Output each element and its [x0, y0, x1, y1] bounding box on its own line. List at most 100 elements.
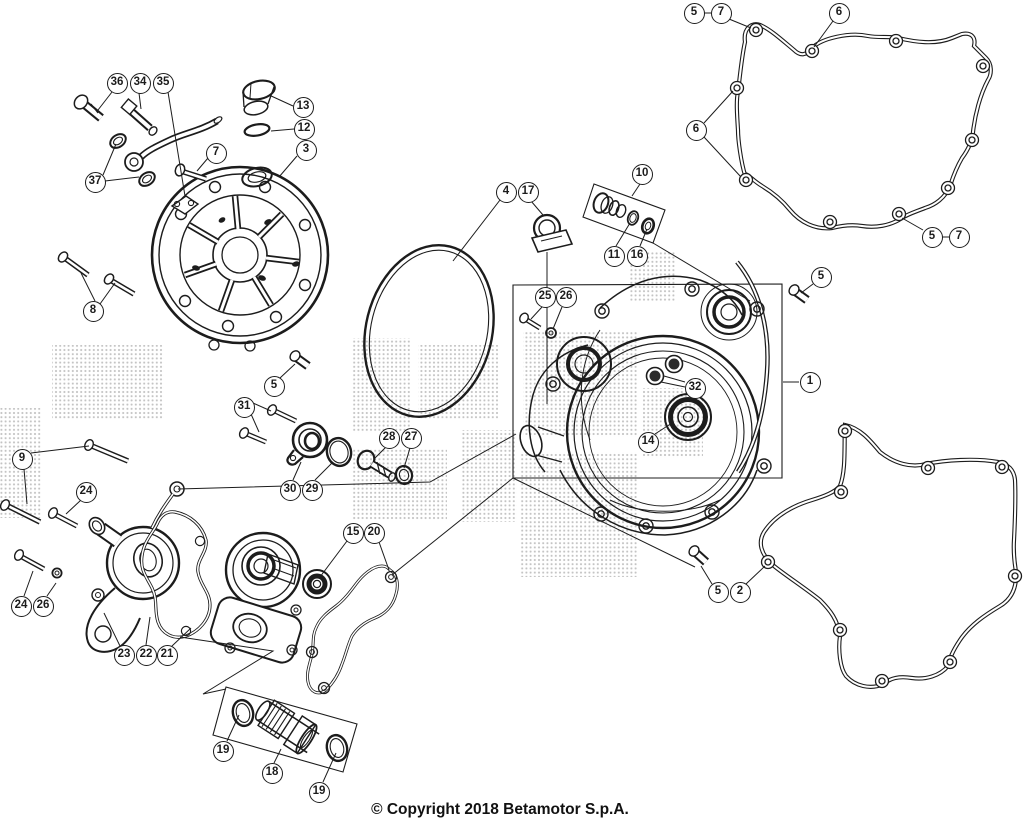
leader-line [403, 447, 411, 469]
hose-clamp [530, 213, 574, 253]
leader-line [728, 18, 752, 29]
clutch-cover-outer [150, 165, 330, 352]
leader-line [800, 283, 814, 294]
shaft-kit-box [212, 686, 358, 773]
callout-17[interactable]: 17 [517, 181, 539, 203]
leader-line [104, 176, 140, 182]
callout-11[interactable]: 11 [603, 245, 625, 267]
leader-line [46, 582, 57, 597]
leader-line [322, 752, 337, 783]
callout-22[interactable]: 22 [135, 644, 157, 666]
leader-line [745, 565, 766, 585]
leader-line [273, 748, 282, 764]
callout-5[interactable]: 5 [683, 2, 705, 24]
callout-32[interactable]: 32 [684, 377, 706, 399]
connector-line [652, 242, 751, 302]
callout-5[interactable]: 5 [263, 375, 285, 397]
callout-31[interactable]: 31 [233, 396, 255, 418]
callout-15[interactable]: 15 [342, 522, 364, 544]
callout-5[interactable]: 5 [810, 266, 832, 288]
callout-26[interactable]: 26 [32, 595, 54, 617]
leader-line [639, 228, 648, 247]
leader-line [615, 222, 631, 247]
callout-21[interactable]: 21 [156, 644, 178, 666]
leader-line [252, 402, 272, 412]
leader-line [279, 363, 296, 379]
leader-line [552, 306, 563, 330]
callout-26[interactable]: 26 [555, 286, 577, 308]
callout-35[interactable]: 35 [152, 72, 174, 94]
callout-1[interactable]: 1 [799, 371, 821, 393]
callout-6[interactable]: 6 [828, 2, 850, 24]
callout-16[interactable]: 16 [626, 245, 648, 267]
callout-28[interactable]: 28 [378, 427, 400, 449]
leader-line [703, 90, 734, 124]
leader-line [23, 468, 28, 505]
callout-3[interactable]: 3 [295, 139, 317, 161]
callout-29[interactable]: 29 [301, 479, 323, 501]
callout-25[interactable]: 25 [534, 286, 556, 308]
leader-line [23, 570, 34, 597]
callout-14[interactable]: 14 [637, 431, 659, 453]
leader-line [268, 94, 294, 107]
leader-line [250, 413, 260, 433]
callout-4[interactable]: 4 [495, 181, 517, 203]
connector-line [179, 636, 275, 695]
callout-5[interactable]: 5 [707, 581, 729, 603]
leader-line [452, 199, 501, 262]
cover-o-ring [363, 244, 495, 418]
callout-6[interactable]: 6 [685, 119, 707, 141]
water-pump-group [0, 439, 303, 664]
callout-13[interactable]: 13 [292, 96, 314, 118]
callout-24[interactable]: 24 [75, 481, 97, 503]
leader-line [145, 616, 151, 646]
leader-line [378, 541, 390, 571]
callout-7[interactable]: 7 [710, 2, 732, 24]
leader-line [270, 128, 295, 132]
leader-line [530, 200, 544, 216]
callout-18[interactable]: 18 [261, 762, 283, 784]
cover-small-parts [57, 79, 311, 370]
callout-9[interactable]: 9 [11, 448, 33, 470]
leader-line [292, 461, 302, 481]
callout-23[interactable]: 23 [113, 644, 135, 666]
leader-line [663, 375, 686, 383]
callout-10[interactable]: 10 [631, 163, 653, 185]
callout-20[interactable]: 20 [363, 522, 385, 544]
leader-line [654, 422, 673, 435]
leader-line [703, 136, 742, 178]
callout-24[interactable]: 24 [10, 595, 32, 617]
callout-19[interactable]: 19 [212, 740, 234, 762]
leader-line [103, 612, 121, 647]
callout-12[interactable]: 12 [293, 118, 315, 140]
callout-37[interactable]: 37 [84, 171, 106, 193]
callout-7[interactable]: 7 [948, 226, 970, 248]
callout-5[interactable]: 5 [921, 226, 943, 248]
clutch-cover-inner-box [512, 283, 783, 479]
leader-line [700, 565, 713, 585]
leader-line [530, 306, 543, 320]
callout-30[interactable]: 30 [279, 479, 301, 501]
callout-7[interactable]: 7 [205, 142, 227, 164]
ignition-cover-gasket [729, 22, 993, 231]
hex-plugs [688, 284, 810, 566]
water-fitting-parts [238, 404, 414, 486]
leader-line [97, 91, 113, 111]
leader-line [196, 157, 209, 172]
leader-line [813, 20, 834, 48]
leader-line [102, 143, 117, 176]
leader-lines [23, 12, 949, 783]
callout-8[interactable]: 8 [82, 300, 104, 322]
pump-seal-and-gasket [302, 564, 399, 695]
leader-line [226, 714, 240, 742]
callout-19[interactable]: 19 [308, 781, 330, 803]
leader-line [278, 155, 298, 178]
callout-27[interactable]: 27 [400, 427, 422, 449]
leader-line [167, 91, 186, 197]
leader-line [373, 446, 387, 460]
callout-34[interactable]: 34 [129, 72, 151, 94]
callout-36[interactable]: 36 [106, 72, 128, 94]
callout-2[interactable]: 2 [729, 581, 751, 603]
clutch-cover-inner [519, 260, 772, 536]
